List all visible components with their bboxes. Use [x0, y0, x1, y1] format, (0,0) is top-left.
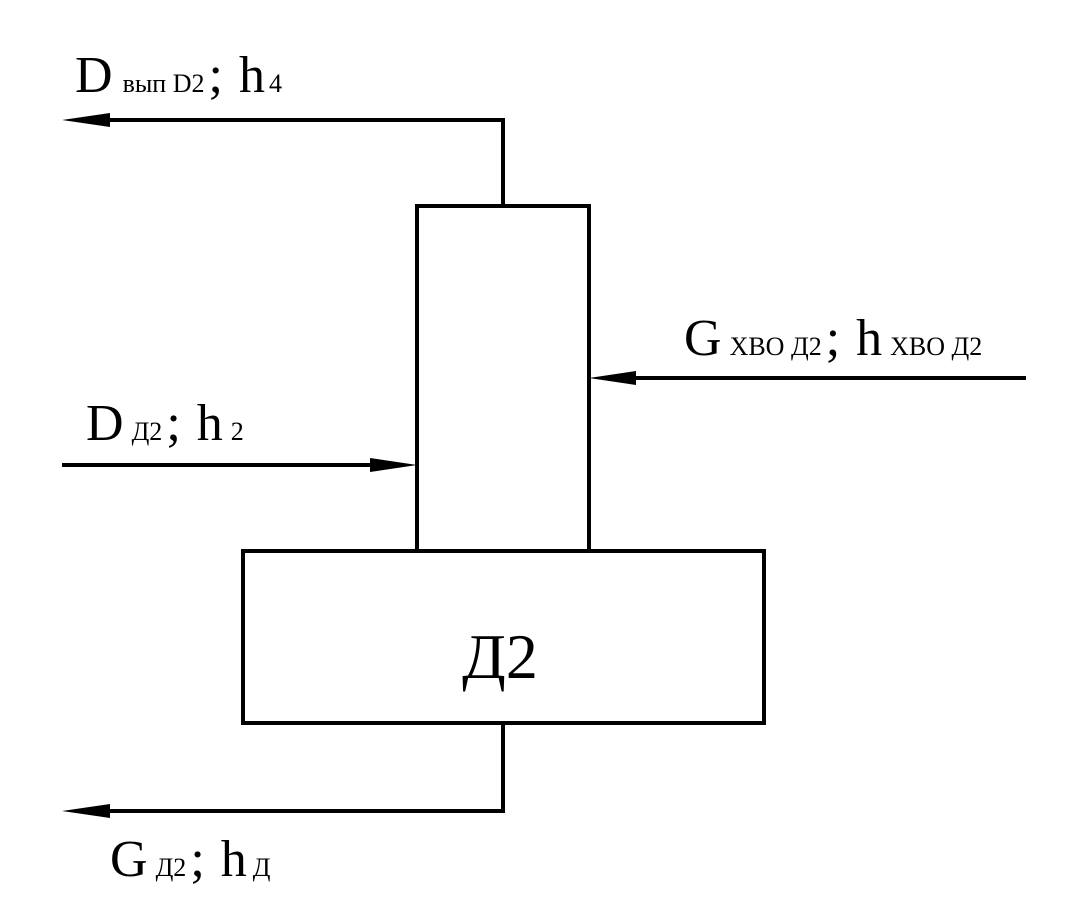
vapor-out-symbol: D	[75, 47, 113, 104]
chem-water-in-symbol-sub: ХВО Д2	[730, 332, 822, 361]
steam-in-enthalpy-sub: 2	[231, 417, 244, 446]
steam-in-sep: ;	[166, 395, 180, 452]
chem-water-in-enthalpy-sub: ХВО Д2	[890, 332, 982, 361]
chem-water-in-arrowhead	[589, 371, 636, 385]
water-out-arrowhead	[62, 804, 110, 818]
steam-in-symbol-sub: Д2	[132, 417, 163, 446]
water-out-symbol: G	[110, 831, 148, 888]
deaerator-tank	[241, 549, 766, 725]
chem-water-in-enthalpy: h	[856, 310, 882, 367]
apparatus-label: Д2	[462, 621, 538, 692]
vapor-out-label: D вып D2 ; h 4	[75, 47, 282, 104]
chem-water-in-symbol: G	[684, 310, 722, 367]
vapor-out-symbol-sub: вып D2	[123, 69, 205, 98]
steam-in-label: D Д2 ; h 2	[86, 395, 244, 452]
vapor-out-enthalpy-sub: 4	[269, 69, 282, 98]
water-out-line	[100, 723, 505, 813]
water-out-enthalpy: h	[221, 831, 247, 888]
steam-in-symbol: D	[86, 395, 124, 452]
chem-water-in-label: G ХВО Д2 ; h ХВО Д2	[684, 310, 982, 367]
steam-in-enthalpy: h	[197, 395, 223, 452]
chem-water-in-sep: ;	[826, 310, 840, 367]
deaerator-column	[415, 204, 591, 553]
water-out-enthalpy-sub: Д	[253, 853, 271, 882]
vapor-out-enthalpy: h	[239, 47, 265, 104]
vapor-out-line	[100, 118, 505, 206]
water-out-sep: ;	[190, 831, 204, 888]
vapor-out-sep: ;	[209, 47, 223, 104]
water-out-label: G Д2 ; h Д	[110, 831, 271, 888]
steam-in-arrowhead	[370, 458, 417, 472]
water-out-symbol-sub: Д2	[156, 853, 187, 882]
vapor-out-arrowhead	[62, 113, 110, 127]
